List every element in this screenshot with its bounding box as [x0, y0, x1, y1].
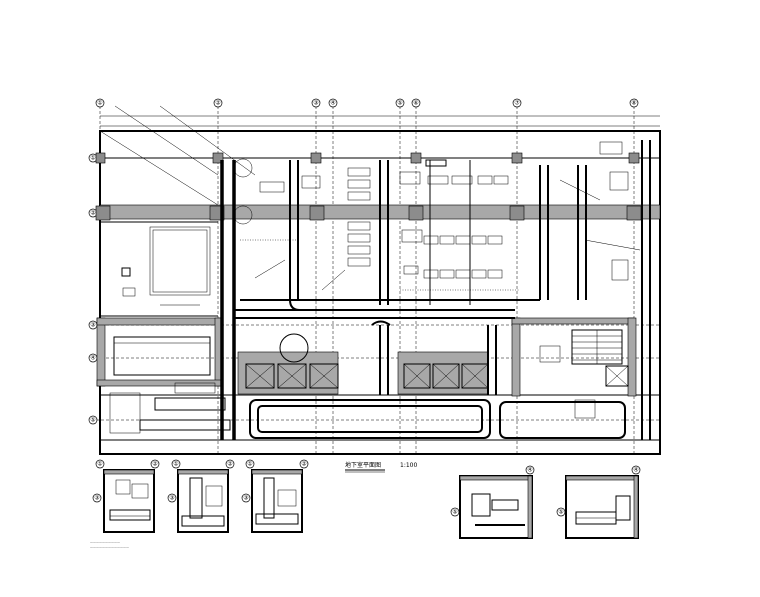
grid-bubbles-top: ① ② ③ ④ ⑤ ⑥ ⑦ ⑧: [95, 98, 639, 108]
detail-3-axis-a: ①: [247, 461, 252, 468]
air-handling-units: [233, 158, 629, 389]
grid-label-top-4: ④: [330, 100, 335, 107]
grid-label-left-3: ③: [90, 322, 95, 329]
detail-view-4: ④ ⑤: [450, 465, 535, 539]
note-line-2: —————————————: [90, 545, 129, 549]
drawing-title: 地下室平面图: [345, 461, 381, 469]
duct-main-runs: [220, 140, 651, 440]
detail-5-axis-a: ④: [633, 467, 638, 474]
detail-view-1: ① ② ③: [92, 459, 160, 533]
equipment-tags: [259, 141, 629, 281]
detail-2-axis-c: ③: [169, 495, 174, 502]
detail-4-axis-a: ④: [527, 467, 532, 474]
detail-4-axis-b: ⑤: [452, 509, 457, 516]
grid-label-top-2: ②: [215, 100, 221, 107]
note-line-1: ——————————: [90, 540, 120, 544]
drawing-scale: 1:100: [400, 462, 417, 469]
upper-left-room: [99, 105, 256, 306]
detail-1-axis-c: ③: [94, 495, 99, 502]
notes-block: —————————— —————————————: [90, 540, 129, 549]
grid-label-top-5: ⑤: [397, 100, 402, 107]
detail-1-axis-a: ①: [97, 461, 102, 468]
detail-3-axis-b: ②: [301, 461, 307, 468]
detail-1-axis-b: ②: [152, 461, 158, 468]
structural-columns: [95, 152, 642, 221]
grid-label-top-7: ⑦: [514, 100, 520, 107]
lower-left-room: [109, 336, 231, 434]
detail-view-5: ④ ⑤: [556, 465, 641, 539]
detail-view-2: ① ② ③: [167, 459, 235, 533]
grid-label-left-1: ①: [90, 155, 95, 162]
stair-core: [539, 329, 623, 419]
grid-label-left-4: ④: [90, 355, 95, 362]
detail-5-axis-b: ⑤: [558, 509, 563, 516]
grid-label-top-1: ①: [97, 100, 102, 107]
grid-label-left-2: ②: [90, 210, 96, 217]
drawing-title-block: 地下室平面图 1:100: [345, 461, 417, 473]
detail-3-axis-c: ③: [243, 495, 248, 502]
detail-2-axis-a: ①: [173, 461, 178, 468]
grid-bubbles-left: ① ② ③ ④ ⑤: [88, 153, 98, 425]
grid-label-top-8: ⑧: [631, 100, 636, 107]
detail-view-3: ① ② ③: [241, 459, 309, 533]
leader-lines: [240, 179, 641, 396]
detail-2-axis-b: ②: [227, 461, 233, 468]
grid-label-top-6: ⑥: [413, 100, 418, 107]
grid-label-left-5: ⑤: [90, 417, 95, 424]
grid-label-top-3: ③: [313, 100, 318, 107]
